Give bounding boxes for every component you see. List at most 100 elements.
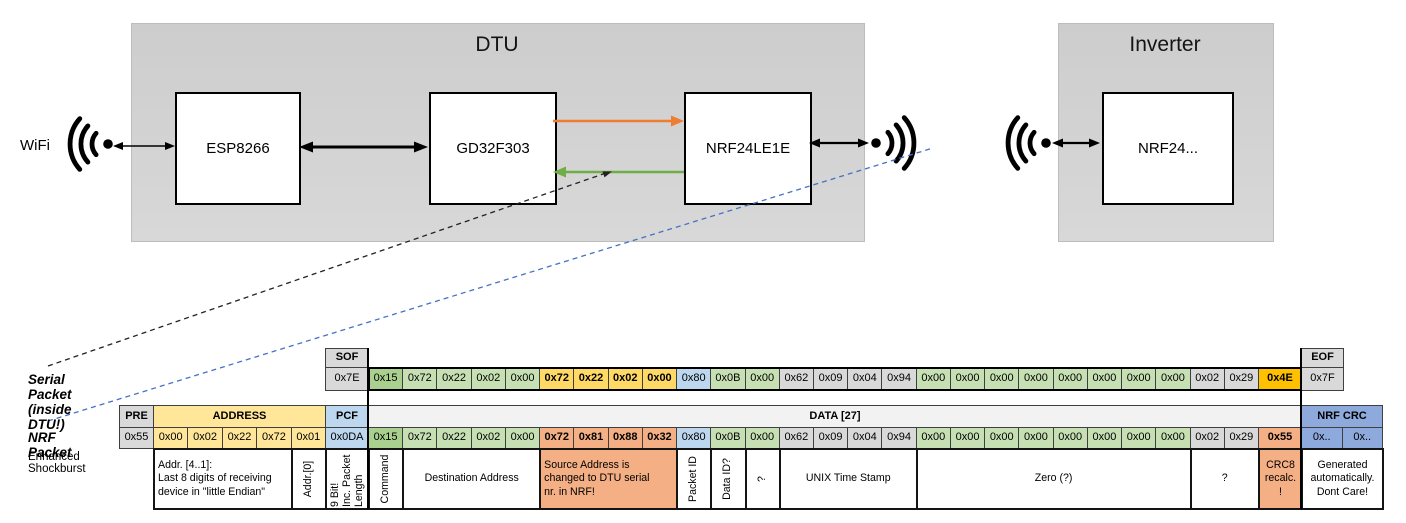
annotation-rotated-text: 9 Bit! Inc. Packet Length	[328, 454, 365, 507]
byte-cell: 0x94	[881, 427, 917, 449]
annotation-cell: Command	[368, 448, 405, 510]
byte-cell: 0x00	[1018, 367, 1054, 391]
annotation-rotated-text: Packet ID	[687, 456, 700, 502]
annotation-cell: Zero (?)	[915, 448, 1192, 510]
component-nrf24le1e: NRF24LE1E	[684, 92, 812, 205]
component-gd32f303: GD32F303	[429, 92, 557, 205]
data-header: DATA [27]	[368, 405, 1302, 428]
address-byte-cell: 0x72	[256, 427, 292, 449]
byte-cell: 0x00	[915, 367, 951, 391]
byte-cell: 0x00	[641, 367, 678, 391]
address-byte-cell: 0x22	[221, 427, 258, 449]
annotation-cell: Source Address is changed to DTU serial …	[539, 448, 679, 510]
dtu-title: DTU	[475, 33, 519, 56]
byte-cell: 0x80	[676, 427, 712, 449]
byte-cell: 0x15	[368, 427, 404, 449]
wifi-icon-left	[67, 116, 113, 172]
serial-packet-label: Serial Packet (inside DTU!)	[28, 372, 72, 432]
byte-cell: 0x94	[881, 367, 917, 391]
byte-cell: 0x04	[847, 367, 883, 391]
wifi-icon-inverter	[1005, 115, 1051, 171]
byte-cell: 0x00	[1121, 367, 1157, 391]
byte-cell: 0x00	[984, 367, 1020, 391]
annotation-rotated-text: ?	[755, 476, 768, 482]
pre-value: 0x55	[119, 427, 154, 449]
byte-cell: 0x00	[1018, 427, 1054, 449]
byte-cell: 0x00	[1086, 367, 1123, 391]
annotation-cell: Packet ID	[676, 448, 713, 510]
annotation-cell: Addr. [4..1]: Last 8 digits of receiving…	[153, 448, 293, 510]
crc-header: NRF CRC	[1301, 405, 1383, 428]
annotation-rotated-text: Data ID?	[721, 458, 734, 500]
crc-value: 0x..	[1341, 427, 1383, 449]
sof-header: SOF	[325, 348, 369, 368]
byte-cell: 0x72	[402, 427, 438, 449]
byte-cell: 0x02	[470, 367, 506, 391]
crc-value: 0x..	[1301, 427, 1343, 449]
byte-cell: 0x72	[402, 367, 438, 391]
byte-cell: 0x00	[949, 427, 986, 449]
byte-cell: 0x0B	[710, 367, 746, 391]
byte-cell: 0x81	[573, 427, 609, 449]
byte-cell: 0x00	[744, 427, 780, 449]
annotation-cell: Generated automatically. Dont Care!	[1301, 448, 1384, 510]
byte-cell: 0x62	[778, 367, 814, 391]
byte-cell: 0x22	[436, 427, 472, 449]
address-header: ADDRESS	[153, 405, 326, 428]
byte-cell: 0x00	[949, 367, 986, 391]
address-byte-cell: 0x01	[290, 427, 326, 449]
byte-cell: 0x22	[573, 367, 609, 391]
byte-cell: 0x72	[539, 427, 575, 449]
component-nrf24le1e-label: NRF24LE1E	[705, 140, 791, 157]
byte-cell: 0x00	[744, 367, 780, 391]
annotation-cell: ?	[1189, 448, 1260, 510]
byte-cell: 0x29	[1223, 427, 1259, 449]
component-nrf24-inverter-label: NRF24...	[1137, 140, 1198, 157]
byte-cell: 0x00	[504, 427, 541, 449]
byte-cell: 0x22	[436, 367, 472, 391]
byte-cell: 0x02	[1189, 367, 1225, 391]
byte-cell: 0x02	[607, 367, 643, 391]
annotation-cell: 9 Bit! Inc. Packet Length	[325, 448, 370, 510]
pre-header: PRE	[119, 405, 154, 428]
address-byte-cell: 0x00	[153, 427, 189, 449]
byte-cell: 0x00	[915, 427, 951, 449]
byte-cell: 0x4E	[1258, 367, 1302, 391]
byte-cell: 0x00	[1086, 427, 1123, 449]
inverter-title: Inverter	[1129, 33, 1201, 56]
component-nrf24-inverter: NRF24...	[1102, 92, 1234, 205]
byte-cell: 0x02	[470, 427, 506, 449]
annotation-cell: CRC8 recalc. !	[1258, 448, 1303, 510]
column-connector-line	[367, 348, 369, 509]
eof-header: EOF	[1301, 348, 1344, 368]
address-byte-cell: 0x02	[187, 427, 223, 449]
nrf-packet-sublabel: Enhanced Shockburst	[28, 451, 86, 475]
pcf-value: 0x0DA	[325, 427, 369, 449]
annotation-rotated-text: Addr.[0]	[301, 460, 314, 498]
byte-cell: 0x80	[676, 367, 712, 391]
byte-cell: 0x88	[607, 427, 643, 449]
sof-value: 0x7E	[325, 367, 369, 391]
wifi-icon-dtu-antenna	[871, 115, 917, 171]
byte-cell: 0x29	[1223, 367, 1259, 391]
column-connector-line	[1300, 348, 1302, 509]
byte-cell: 0x00	[1052, 427, 1088, 449]
pcf-header: PCF	[325, 405, 369, 428]
annotation-cell: UNIX Time Stamp	[778, 448, 918, 510]
byte-cell: 0x00	[504, 367, 541, 391]
byte-cell: 0x15	[368, 367, 404, 391]
byte-cell: 0x72	[539, 367, 575, 391]
eof-value: 0x7F	[1301, 367, 1344, 391]
byte-cell: 0x00	[984, 427, 1020, 449]
byte-cell: 0x0B	[710, 427, 746, 449]
annotation-cell: ?	[744, 448, 781, 510]
byte-cell: 0x62	[778, 427, 814, 449]
byte-cell: 0x55	[1258, 427, 1302, 449]
byte-cell: 0x02	[1189, 427, 1225, 449]
annotation-cell: Destination Address	[402, 448, 542, 510]
byte-cell: 0x04	[847, 427, 883, 449]
byte-cell: 0x32	[641, 427, 678, 449]
wifi-label: WiFi	[20, 137, 50, 154]
annotation-cell: Addr.[0]	[290, 448, 327, 510]
byte-cell: 0x09	[813, 367, 849, 391]
